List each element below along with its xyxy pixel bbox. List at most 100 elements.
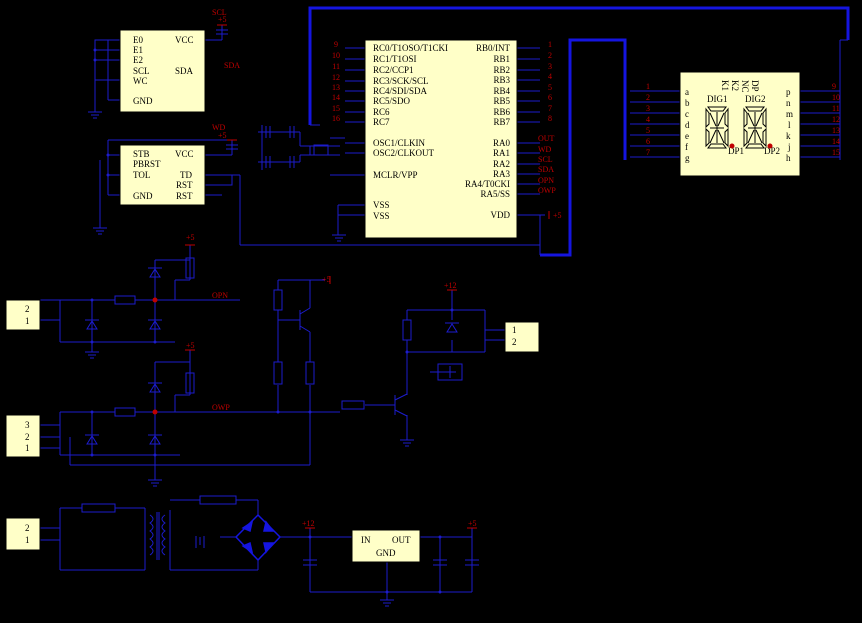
net-owp-label: OWP bbox=[212, 403, 230, 412]
mcu-right-pin-numbers: 1 2 3 4 5 6 7 8 bbox=[548, 40, 552, 123]
eeprom-pin-gnd: GND bbox=[133, 96, 153, 106]
mcu-right-num-3: 3 bbox=[548, 62, 552, 71]
display-seg-g: g bbox=[685, 153, 690, 163]
fuse-secondary bbox=[199, 495, 237, 505]
junction-opn bbox=[152, 297, 158, 303]
display-left-num-2: 2 bbox=[646, 93, 650, 102]
eeprom-pin-vcc: VCC bbox=[175, 35, 194, 45]
watchdog-pin-td: TD bbox=[180, 170, 192, 180]
eeprom-supply: +5 bbox=[218, 15, 227, 24]
mcu-left-pins: RC0/T1OSO/T1CKI RC1/T1OSI RC2/CCP1 RC3/S… bbox=[373, 43, 448, 221]
net-sda: SDA bbox=[538, 165, 554, 174]
capacitor-osc-2 bbox=[265, 156, 271, 168]
small-junctions bbox=[90, 48, 454, 594]
display-label-k1: K1 bbox=[720, 80, 730, 91]
display-left-num-4: 4 bbox=[646, 115, 650, 124]
eeprom-pin-e1: E1 bbox=[133, 45, 143, 55]
display-seg-e: e bbox=[685, 131, 689, 141]
zener-owp-3 bbox=[148, 434, 162, 445]
net-owp-mcu: OWP bbox=[538, 186, 556, 195]
mcu-pin-ra0: RA0 bbox=[493, 138, 511, 148]
mcu-pin-rc6: RC6 bbox=[373, 107, 390, 117]
display-seg-n: n bbox=[786, 98, 791, 108]
display-left-num-5: 5 bbox=[646, 126, 650, 135]
mcu-pin-rb0: RB0/INT bbox=[476, 43, 511, 53]
net-scl: SCL bbox=[538, 155, 553, 164]
junction-owp bbox=[152, 409, 158, 415]
resistor-opn-pullup bbox=[185, 257, 195, 279]
watchdog-pin-gnd: GND bbox=[133, 191, 153, 201]
display-label-nc: NC bbox=[740, 80, 750, 93]
display-right-num-11: 11 bbox=[832, 104, 840, 113]
regulator-out-supply: +5 bbox=[468, 519, 477, 528]
transistor-supply: +5 bbox=[322, 275, 331, 284]
display-seg-f: f bbox=[685, 142, 688, 152]
display-top-labels: K1 K2 NC DP bbox=[720, 80, 760, 93]
mcu-right-nets: OUT WD SCL SDA OPN OWP bbox=[538, 134, 556, 195]
display-seg-d: d bbox=[685, 120, 690, 130]
connector-opn-pin-b: 1 bbox=[25, 316, 30, 326]
resistor-relay bbox=[402, 319, 412, 341]
net-scl-top: SCL bbox=[212, 8, 227, 17]
regulator-pin-in: IN bbox=[361, 535, 371, 545]
connector-owp bbox=[5, 414, 41, 458]
connector-power-pin-a: 2 bbox=[25, 523, 30, 533]
transformer bbox=[149, 512, 166, 560]
mcu-pin-rb6: RB6 bbox=[493, 107, 510, 117]
mcu-left-num-13: 13 bbox=[332, 83, 340, 92]
display-right-num-10: 10 bbox=[832, 93, 840, 102]
display-label-k2: K2 bbox=[730, 80, 740, 91]
zener-opn-3 bbox=[148, 319, 162, 330]
mcu-left-num-9: 9 bbox=[334, 40, 338, 49]
display-seg-h: h bbox=[786, 153, 791, 163]
mcu-pin-rc0: RC0/T1OSO/T1CKI bbox=[373, 43, 448, 53]
mcu-left-num-10: 10 bbox=[332, 51, 340, 60]
display-right-num-15: 15 bbox=[832, 148, 840, 157]
mcu-right-num-7: 7 bbox=[548, 104, 552, 113]
data-bus bbox=[308, 6, 850, 257]
watchdog-pin-tol: TOL bbox=[133, 170, 150, 180]
capacitor-watchdog bbox=[226, 144, 238, 150]
connector-power bbox=[5, 517, 41, 551]
display-left-num-6: 6 bbox=[646, 137, 650, 146]
display-digit-1-label: DIG1 bbox=[707, 94, 728, 104]
transistor-q1 bbox=[299, 307, 311, 333]
mcu-pin-rb3: RB3 bbox=[493, 75, 510, 85]
capacitor-eeprom bbox=[216, 29, 228, 35]
display-right-letters: p n m l k j h bbox=[786, 87, 793, 163]
mcu-right-num-1: 1 bbox=[548, 40, 552, 49]
net-sda-label: SDA bbox=[224, 61, 240, 70]
zener-opn-1 bbox=[148, 267, 162, 278]
display-right-num-9: 9 bbox=[832, 82, 836, 91]
resistor-owp-pullup bbox=[185, 372, 195, 394]
bridge-rectifier bbox=[234, 513, 282, 562]
eeprom-pin-e0: E0 bbox=[133, 35, 143, 45]
display-left-num-3: 3 bbox=[646, 104, 650, 113]
mcu-supply: +5 bbox=[553, 211, 562, 220]
owp-supply: +5 bbox=[186, 341, 195, 350]
resistor-q1-a bbox=[273, 361, 283, 385]
capacitor-osc-4 bbox=[289, 156, 295, 168]
capacitor-reg-in bbox=[303, 559, 317, 566]
wiring bbox=[40, 25, 848, 607]
net-out: OUT bbox=[538, 134, 555, 143]
watchdog-pin-pbrst: PBRST bbox=[133, 159, 161, 169]
display-dp2-dot bbox=[767, 143, 773, 149]
mcu-pin-rc3: RC3/SCK/SCL bbox=[373, 76, 429, 86]
mcu-pin-rc4: RC4/SDI/SDA bbox=[373, 86, 428, 96]
relay-flyback-diode bbox=[445, 322, 459, 333]
eeprom-pin-sda: SDA bbox=[175, 66, 194, 76]
resistor-q1-base bbox=[273, 289, 283, 311]
mcu-pin-osc2: OSC2/CLKOUT bbox=[373, 148, 435, 158]
display-seg-k: k bbox=[786, 131, 791, 141]
display-seg-l: l bbox=[788, 120, 791, 130]
display-left-pin-numbers: 1 2 3 4 5 6 7 bbox=[646, 82, 650, 157]
mcu-pin-rb2: RB2 bbox=[493, 65, 510, 75]
zener-owp-2 bbox=[85, 434, 99, 445]
mcu-right-num-5: 5 bbox=[548, 83, 552, 92]
mcu-pin-rc1: RC1/T1OSI bbox=[373, 54, 417, 64]
mcu-left-num-14: 14 bbox=[332, 93, 340, 102]
opn-supply: +5 bbox=[186, 233, 195, 242]
display-left-num-1: 1 bbox=[646, 82, 650, 91]
